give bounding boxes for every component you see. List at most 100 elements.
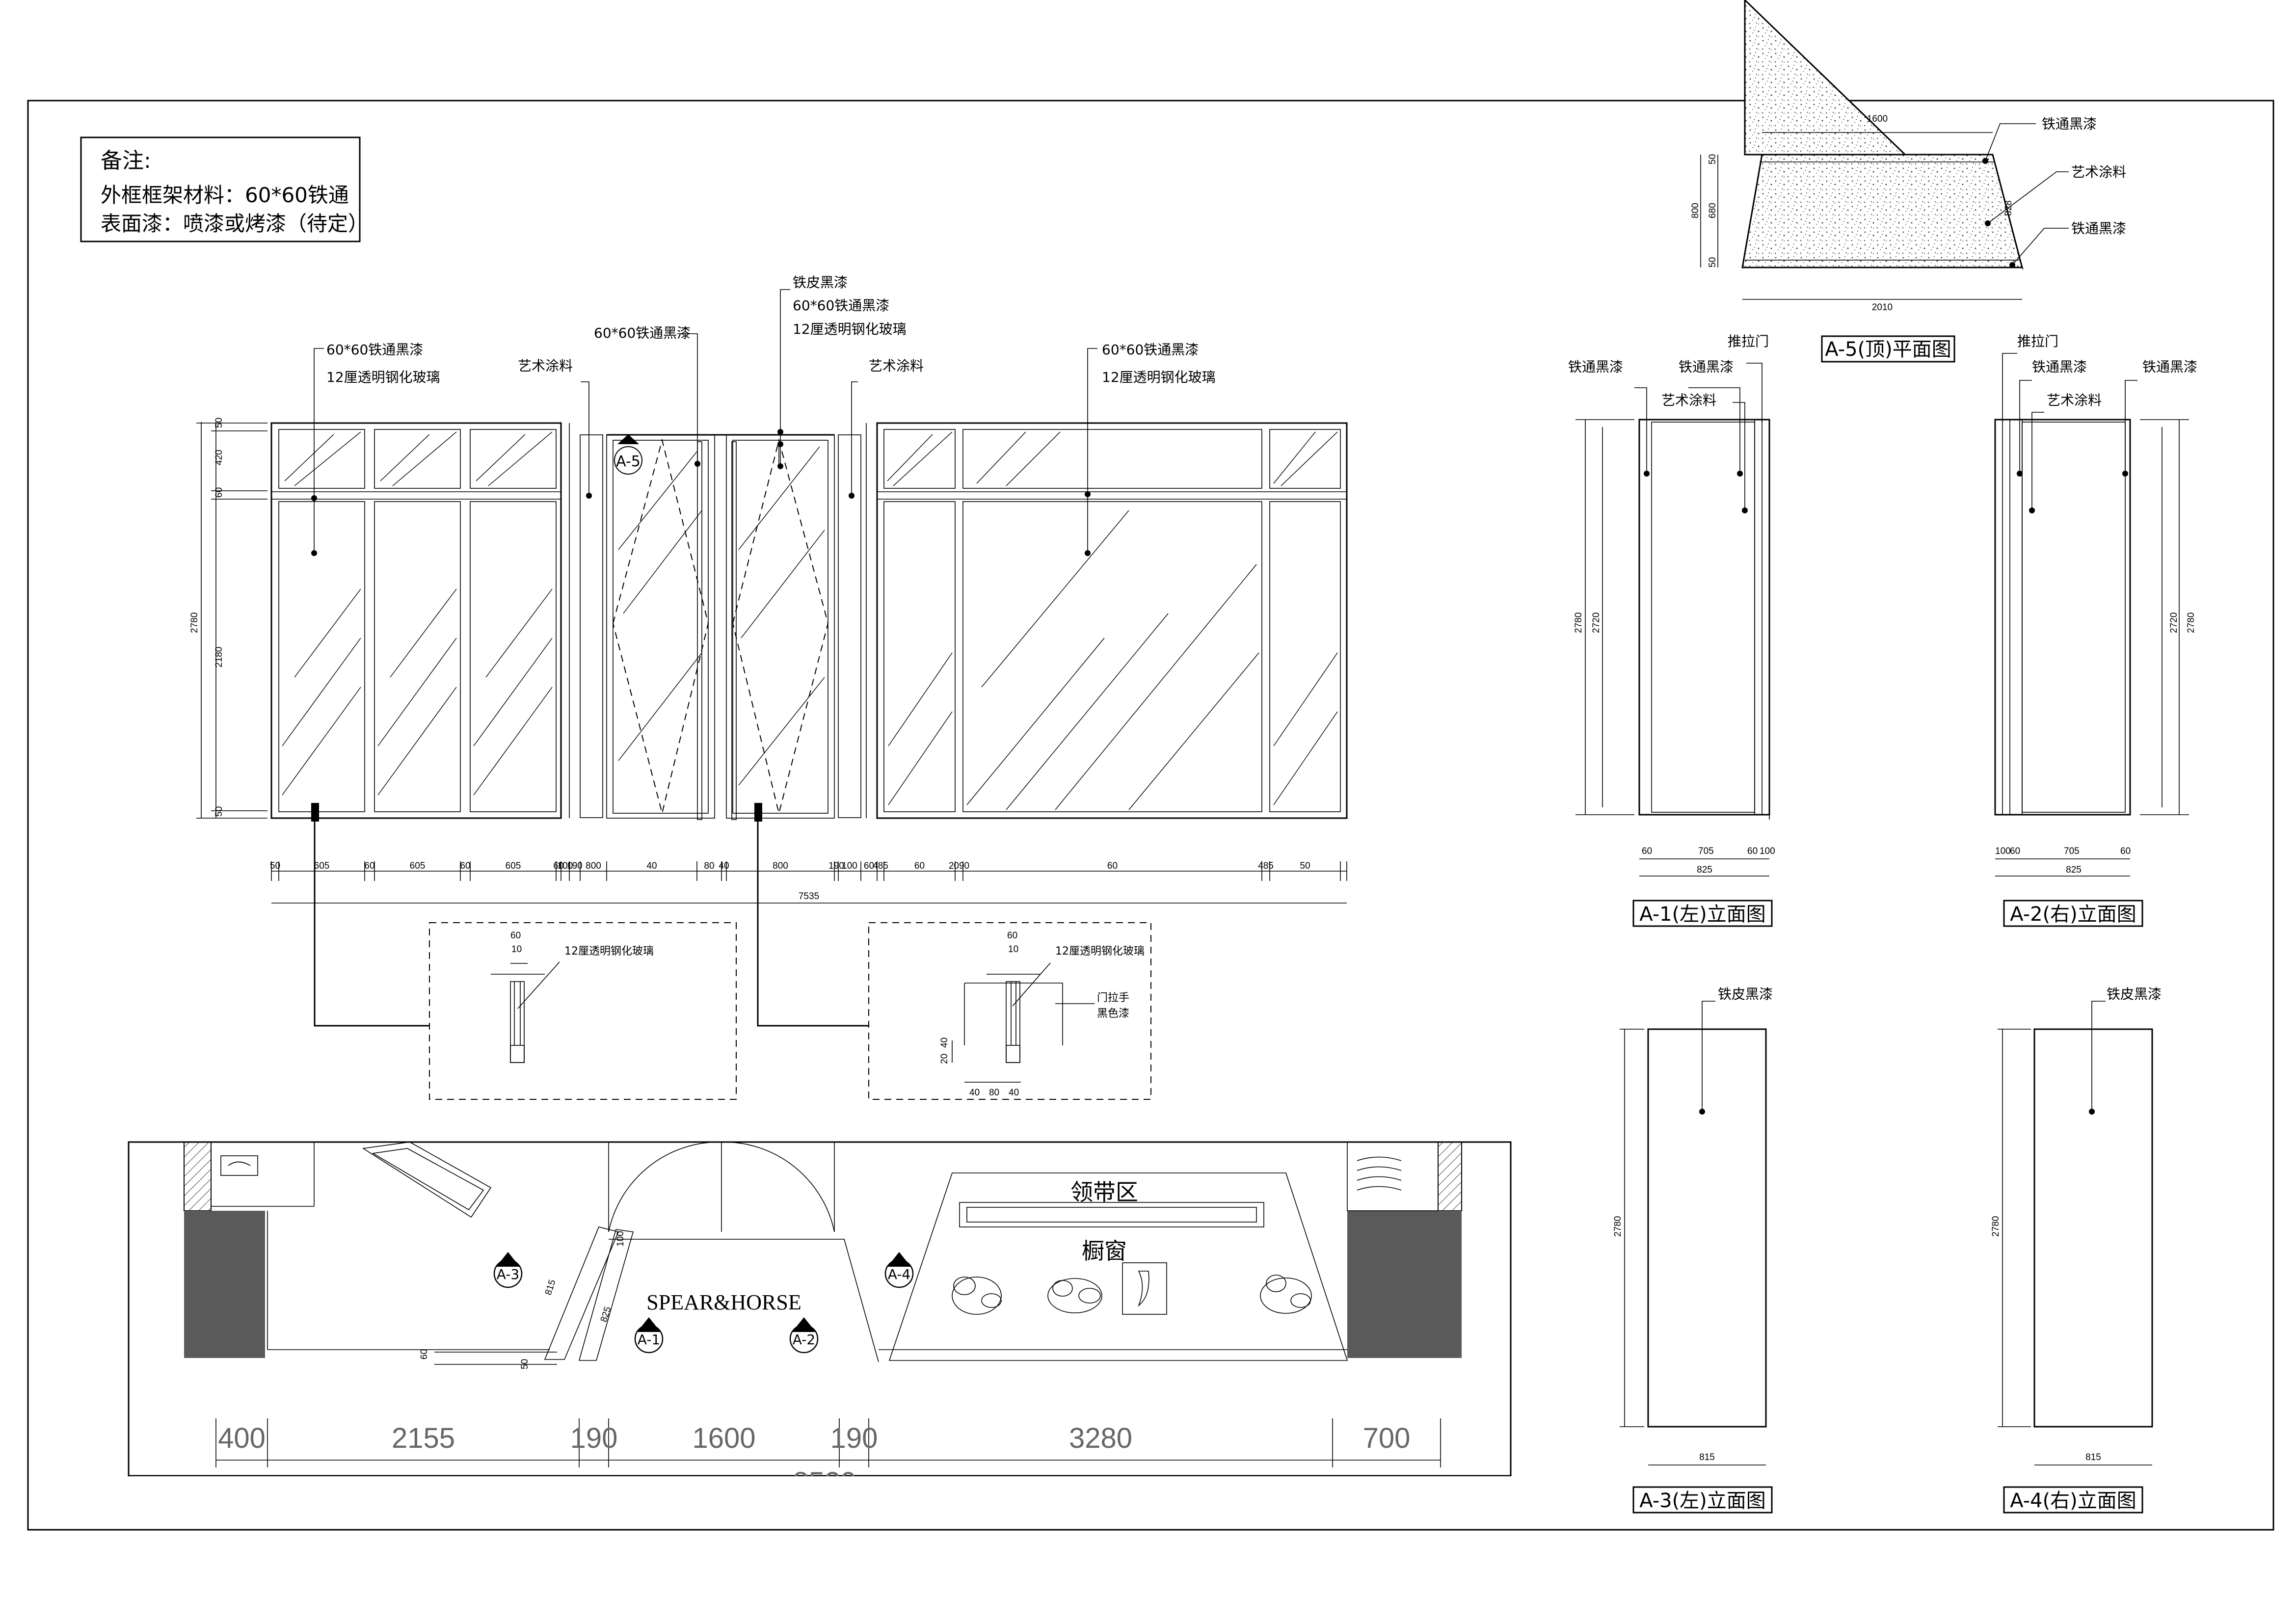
dim-width-2: 60 — [364, 861, 374, 871]
a1-dim-1: 60 — [1642, 846, 1652, 856]
a5-label-3: 铁通黑漆 — [2071, 220, 2126, 237]
dim-width-3: 605 — [410, 861, 426, 871]
dim-width-18: 60 — [914, 861, 925, 871]
plan-marker-arrow-2 — [792, 1317, 816, 1332]
sheet-border — [27, 100, 2274, 1531]
dim-height-d2: 420 — [214, 450, 224, 465]
dim-width-16: 60 — [864, 861, 874, 871]
plan-dim-825: 825 — [599, 1305, 614, 1324]
a1-total: 825 — [1697, 865, 1712, 875]
glass-reflection-lines — [282, 431, 1338, 810]
plan-dim-815: 815 — [543, 1278, 558, 1297]
a5-title: A-5(顶)平面图 — [1825, 338, 1951, 361]
a3-width: 815 — [1699, 1452, 1715, 1463]
notes-line-2: 表面漆：喷漆或烤漆（待定） — [101, 212, 369, 236]
a2-label-art: 艺术涂料 — [2047, 392, 2102, 408]
plan-marker-2: A-2 — [793, 1331, 815, 1348]
a4-width: 815 — [2085, 1452, 2101, 1463]
a2-dim-2: 60 — [2010, 846, 2020, 856]
detail-right-d4: 40 — [939, 1038, 950, 1048]
plan-brand: SPEAR&HORSE — [646, 1290, 801, 1314]
dim-width-1: 605 — [314, 861, 330, 871]
detail-right-h1: 40 — [969, 1088, 980, 1098]
a5-slant-dim: 828 — [2003, 200, 2014, 216]
a2-title: A-2(右)立面图 — [2010, 903, 2136, 926]
plan-dim-bottom-2: 190 — [570, 1422, 618, 1454]
a5-bottom-dim: 2010 — [1872, 302, 1893, 313]
a2-inner: 2720 — [2169, 612, 2179, 633]
callout-right-glass-2: 12厘透明钢化玻璃 — [1102, 369, 1216, 385]
a5-top-plan: 1600 2010 50 680 50 800 828 铁通黑漆 艺术涂料 铁通… — [1690, 0, 2126, 363]
a4-label: 铁皮黑漆 — [2107, 986, 2162, 1002]
a5-side-dim-2: 680 — [1708, 203, 1718, 218]
callout-left-glass-2: 12厘透明钢化玻璃 — [326, 369, 440, 385]
plan-marker-arrow-3 — [887, 1252, 911, 1267]
dim-width-13: 800 — [773, 861, 788, 871]
a5-top-dim: 1600 — [1867, 114, 1888, 124]
a2-label-sliding-door: 推拉门 — [2017, 333, 2058, 349]
a1-height: 2780 — [1574, 612, 1584, 633]
dim-width-9: 800 — [586, 861, 601, 871]
dim-height-total: 2780 — [189, 612, 200, 633]
front-elevation: A-5 60*60铁通黑漆 12厘透明钢化玻璃 艺术涂料 60*60铁通黑漆 铁… — [189, 274, 1348, 904]
plan-zone-tie-area: 领带区 — [1070, 1179, 1138, 1205]
plan-marker-arrow-1 — [637, 1317, 661, 1332]
detail-right-handle: 门拉手 — [1097, 992, 1129, 1004]
dim-width-14: 190 — [828, 861, 844, 871]
detail-right-d2: 10 — [1008, 944, 1018, 955]
a1-label-iron-right: 铁通黑漆 — [1679, 359, 1734, 375]
dim-width-8: 190 — [567, 861, 583, 871]
a3-elevation: 2780 铁皮黑漆 815 A-3(左)立面图 — [1613, 986, 1773, 1514]
plan-dim-100: 100 — [615, 1231, 626, 1247]
detail-right-d3: 20 — [939, 1054, 950, 1064]
plan-dim-bottom-4: 190 — [830, 1422, 878, 1454]
plan-dim-bottom-1: 2155 — [392, 1422, 455, 1454]
a3-label: 铁皮黑漆 — [1718, 986, 1773, 1002]
a3-title: A-3(左)立面图 — [1639, 1490, 1766, 1512]
a1-dim-3: 60 — [1747, 846, 1758, 856]
a1-label-iron-left: 铁通黑漆 — [1568, 359, 1623, 375]
a1-label-sliding-door: 推拉门 — [1728, 333, 1769, 349]
plan-marker-3: A-4 — [888, 1266, 910, 1282]
detail-right-label: 12厘透明钢化玻璃 — [1055, 945, 1145, 958]
a1-inner: 2720 — [1591, 612, 1602, 633]
callout-door-frame: 60*60铁通黑漆 — [594, 325, 691, 341]
a4-title: A-4(右)立面图 — [2010, 1490, 2136, 1512]
dim-width-17: 485 — [873, 861, 888, 871]
a1-label-art: 艺术涂料 — [1661, 392, 1716, 408]
dim-width-20: 60 — [1107, 861, 1118, 871]
dim-height-d5: 50 — [214, 806, 224, 817]
a5-label-2: 艺术涂料 — [2071, 164, 2126, 180]
plan-marker-0: A-3 — [497, 1266, 519, 1282]
a1-elevation: 2780 2720 推拉门 铁通黑漆 铁通黑漆 艺术涂料 60 705 60 1… — [1568, 333, 1775, 927]
detail-right-d1: 60 — [1007, 931, 1017, 941]
dim-width-21: 485 — [1258, 861, 1274, 871]
plan-dim-bottom-5: 3280 — [1069, 1422, 1132, 1454]
a2-label-iron-left: 铁通黑漆 — [2032, 359, 2087, 375]
callout-art-paint-right: 艺术涂料 — [869, 358, 924, 374]
a4-elevation: 2780 铁皮黑漆 815 A-4(右)立面图 — [1991, 986, 2162, 1514]
callout-top-3: 12厘透明钢化玻璃 — [793, 321, 907, 337]
callout-right-glass-1: 60*60铁通黑漆 — [1102, 342, 1199, 358]
notes-box: 备注: 外框框架材料：60*60铁通 表面漆：喷漆或烤漆（待定） — [80, 136, 369, 242]
dim-height-d1: 50 — [214, 418, 224, 428]
dim-width-5: 605 — [506, 861, 521, 871]
a3-height: 2780 — [1613, 1216, 1623, 1237]
plan-zone-window: 橱窗 — [1082, 1238, 1127, 1264]
dim-total-width: 7535 — [799, 891, 819, 902]
dim-width-11: 80 — [704, 861, 714, 871]
dim-width-15: 100 — [842, 861, 857, 871]
a2-height: 2780 — [2186, 612, 2196, 633]
a5-label-1: 铁通黑漆 — [2042, 116, 2097, 132]
dim-width-10: 40 — [646, 861, 657, 871]
plan-dim-60: 60 — [419, 1349, 429, 1359]
a2-total: 825 — [2066, 865, 2082, 875]
callout-top-1: 铁皮黑漆 — [793, 274, 848, 291]
a5-side-dim-4: 800 — [1690, 203, 1701, 218]
a2-elevation: 2780 2720 推拉门 铁通黑漆 铁通黑漆 艺术涂料 100 60 705 … — [1994, 333, 2197, 927]
section-details: 60 10 12厘透明钢化玻璃 60 10 12厘透明钢化玻璃 门拉手 黑色漆 … — [314, 822, 1151, 1100]
detail-right-h3: 40 — [1009, 1088, 1019, 1098]
detail-left-d1: 60 — [510, 931, 521, 941]
